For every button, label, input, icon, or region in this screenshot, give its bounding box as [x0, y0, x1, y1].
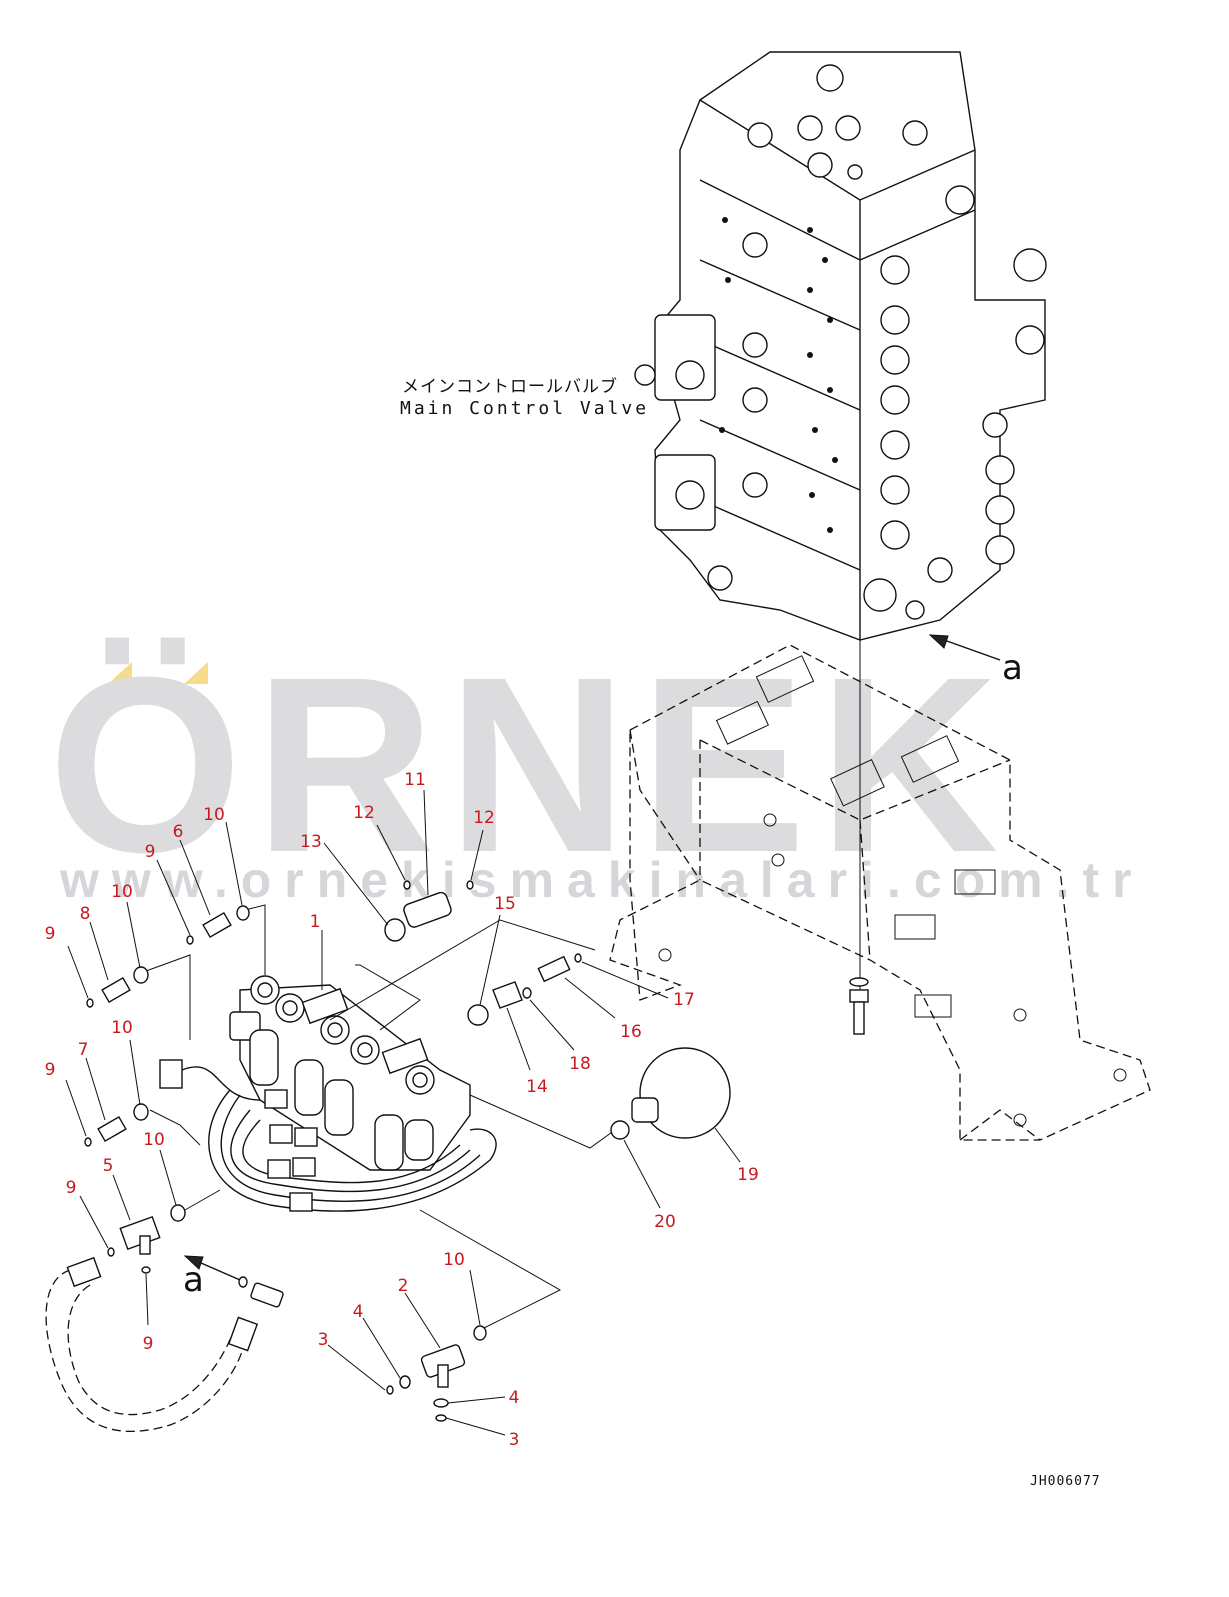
watermark-accent-left	[108, 662, 132, 684]
callout-11: 11	[404, 770, 426, 790]
callout-10: 10	[203, 805, 225, 825]
callout-9: 9	[44, 924, 56, 944]
callout-6: 6	[172, 822, 184, 842]
callout-5: 5	[102, 1156, 114, 1176]
callout-18: 18	[569, 1054, 591, 1074]
callout-3: 3	[508, 1430, 520, 1450]
callout-17: 17	[673, 990, 695, 1010]
callout-12: 12	[473, 808, 495, 828]
small-parts	[45, 880, 731, 1432]
callout-4: 4	[352, 1302, 364, 1322]
callout-10: 10	[443, 1250, 465, 1270]
main-control-valve	[634, 51, 1047, 641]
callout-10: 10	[111, 882, 133, 902]
view-arrow-label-bottom: a	[183, 1260, 204, 1300]
callout-8: 8	[79, 904, 91, 924]
solenoid-valve-assembly	[159, 975, 497, 1212]
callout-9: 9	[144, 842, 156, 862]
callout-9: 9	[65, 1178, 77, 1198]
callout-19: 19	[737, 1165, 759, 1185]
view-arrow-label-top: a	[1002, 648, 1023, 688]
callout-4: 4	[508, 1388, 520, 1408]
callout-13: 13	[300, 832, 322, 852]
callout-10: 10	[111, 1018, 133, 1038]
callout-9: 9	[44, 1060, 56, 1080]
callout-leaders	[65, 789, 741, 1436]
main-control-valve-label-en: Main Control Valve	[400, 398, 650, 419]
watermark-brand: ÖRNEK	[48, 625, 1011, 904]
mounting-frame	[609, 644, 1151, 1141]
callout-1: 1	[309, 912, 321, 932]
watermark-url: www.ornekismakinalari.com.tr	[60, 852, 1145, 908]
callout-14: 14	[526, 1077, 548, 1097]
callout-3: 3	[317, 1330, 329, 1350]
callout-15: 15	[494, 894, 516, 914]
callout-9: 9	[142, 1334, 154, 1354]
callout-16: 16	[620, 1022, 642, 1042]
callout-7: 7	[77, 1040, 89, 1060]
callout-10: 10	[143, 1130, 165, 1150]
callout-2: 2	[397, 1276, 409, 1296]
watermark-accent-right	[184, 662, 208, 684]
callout-20: 20	[654, 1212, 676, 1232]
main-control-valve-label-jp: メインコントロールバルブ	[402, 377, 618, 397]
drawing-code: JH006077	[1030, 1474, 1101, 1489]
callout-12: 12	[353, 803, 375, 823]
